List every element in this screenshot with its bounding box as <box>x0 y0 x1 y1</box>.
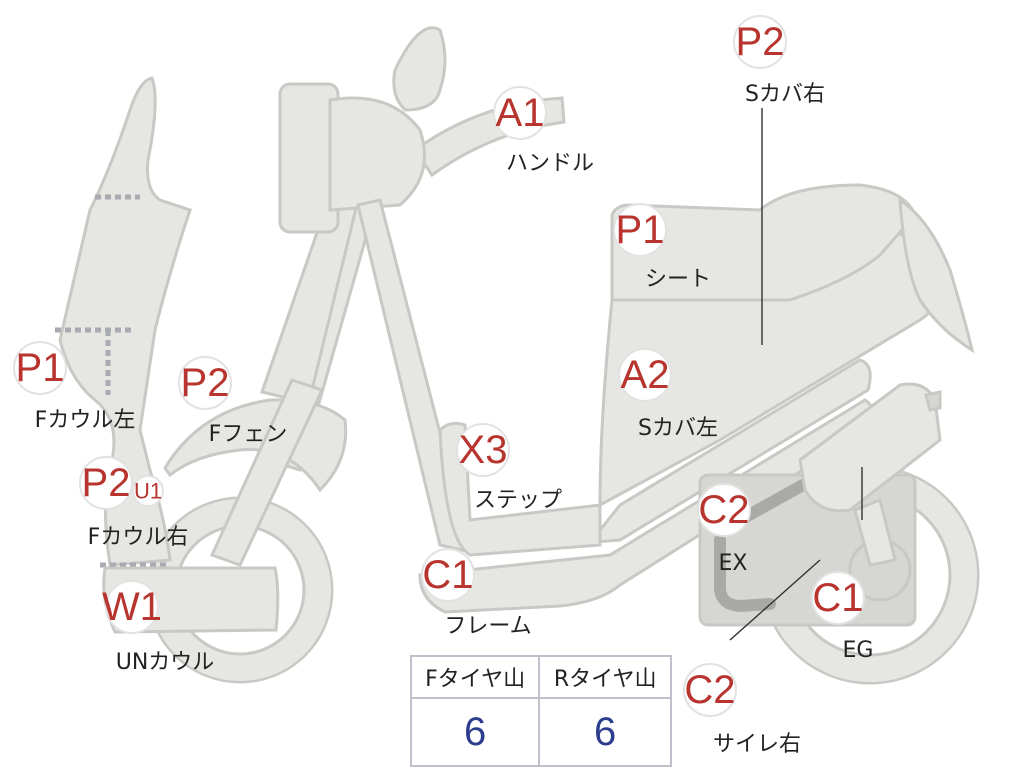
part-code: C1 <box>422 553 473 597</box>
part-label: サイレ右 <box>713 732 801 757</box>
callout-c1-frame[interactable]: C1 フレーム <box>421 548 532 639</box>
front-tire-tread-header: Fタイヤ山 <box>409 655 541 699</box>
part-code: P2 <box>736 20 785 64</box>
part-code: X3 <box>459 428 508 472</box>
callout-p1-seat[interactable]: P1 シート <box>613 203 711 292</box>
part-label: Fカウル右 <box>88 525 189 550</box>
callout-p2-f-fender[interactable]: P2 Fフェン <box>178 356 288 447</box>
callout-w1-un-cowl[interactable]: W1 UNカウル <box>102 580 215 675</box>
callout-a2-s-cover-left[interactable]: A2 Sカバ左 <box>618 348 718 441</box>
callout-p2-s-cover-right[interactable]: P2 Sカバ右 <box>733 15 825 107</box>
part-label: EX <box>719 551 748 576</box>
part-label: EG <box>843 638 874 663</box>
part-label: Sカバ右 <box>745 82 825 107</box>
callout-p2-f-cowl-right[interactable]: P2 U1 Fカウル右 <box>79 456 189 550</box>
part-code: C2 <box>698 488 749 532</box>
part-code: A2 <box>621 353 670 397</box>
part-label: UNカウル <box>116 650 215 675</box>
callout-c2-muffler-right[interactable]: C2 サイレ右 <box>683 663 801 757</box>
tire-tread-table: Fタイヤ山 Rタイヤ山 6 6 <box>409 655 672 767</box>
part-code: A1 <box>496 91 545 135</box>
callout-c2-ex[interactable]: C2 EX <box>697 483 751 576</box>
part-label: Fカウル左 <box>35 408 136 433</box>
front-tire-tread-value[interactable]: 6 <box>409 697 541 767</box>
callout-p1-f-cowl-left[interactable]: P1 Fカウル左 <box>13 341 136 433</box>
part-label: ステップ <box>474 488 562 513</box>
part-extra-code: U1 <box>134 479 162 504</box>
part-label: シート <box>645 267 711 292</box>
callout-a1-handle[interactable]: A1 ハンドル <box>493 86 594 176</box>
part-code: P1 <box>16 346 65 390</box>
part-label: Sカバ左 <box>638 416 718 441</box>
part-code: C1 <box>812 576 863 620</box>
part-label: フレーム <box>444 614 531 639</box>
callout-c1-eg[interactable]: C1 EG <box>811 571 874 663</box>
rear-tire-tread-value[interactable]: 6 <box>538 697 672 767</box>
part-code: P1 <box>616 208 665 252</box>
part-code: W1 <box>102 585 162 629</box>
leader-lines <box>729 108 863 641</box>
callout-x3-step[interactable]: X3 ステップ <box>456 423 562 513</box>
part-code: P2 <box>181 361 230 405</box>
part-code: P2 <box>82 461 131 505</box>
scooter-illustration <box>55 26 980 685</box>
rear-tire-tread-header: Rタイヤ山 <box>538 655 672 699</box>
part-label: ハンドル <box>506 151 594 176</box>
part-code: C2 <box>684 668 735 712</box>
part-label: Fフェン <box>209 422 288 447</box>
